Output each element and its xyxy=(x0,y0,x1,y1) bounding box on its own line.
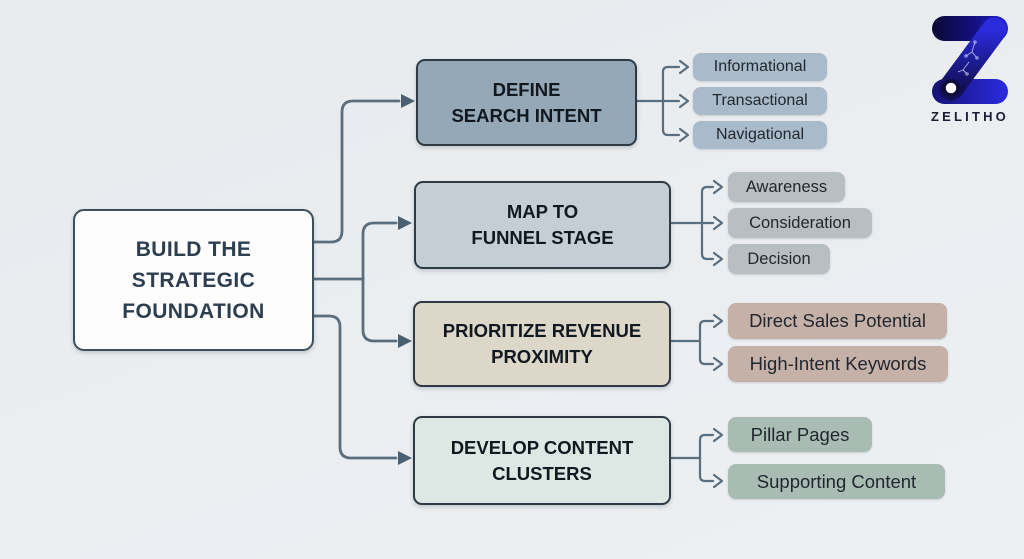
node-label-line: PROXIMITY xyxy=(491,346,593,367)
leaf-decision: Decision xyxy=(728,244,830,274)
node-build-strategic-foundation: BUILD THE STRATEGIC FOUNDATION xyxy=(73,209,314,351)
node-prioritize-revenue-proximity: PRIORITIZE REVENUE PROXIMITY xyxy=(413,301,671,387)
leaf-consideration: Consideration xyxy=(728,208,872,238)
brand-name: ZELITHO xyxy=(930,109,1009,124)
node-label-line: MAP TO xyxy=(506,201,579,222)
node-develop-content-clusters: DEVELOP CONTENT CLUSTERS xyxy=(413,416,671,505)
leaf-transactional: Transactional xyxy=(693,87,827,115)
node-label-line: DEFINE xyxy=(492,78,561,100)
leaf-informational: Informational xyxy=(693,53,827,81)
node-define-search-intent: DEFINE SEARCH INTENT xyxy=(416,59,637,146)
leaf-navigational: Navigational xyxy=(693,121,827,149)
brand-logo: ZELITHO xyxy=(920,14,1020,124)
leaf-direct-sales-potential: Direct Sales Potential xyxy=(728,303,947,339)
node-label-line: BUILD THE xyxy=(135,237,252,261)
leaf-pillar-pages: Pillar Pages xyxy=(728,417,872,452)
arrowheads xyxy=(398,94,415,465)
node-label-line: CLUSTERS xyxy=(492,462,592,484)
node-label-line: FUNNEL STAGE xyxy=(471,227,614,248)
node-map-to-funnel-stage: MAP TO FUNNEL STAGE xyxy=(414,181,671,269)
circuit-traces xyxy=(957,40,979,76)
leaf-supporting-content: Supporting Content xyxy=(728,464,945,499)
zelitho-z-icon xyxy=(932,16,1008,104)
node-label-line: FOUNDATION xyxy=(122,299,265,323)
node-label-line: DEVELOP CONTENT xyxy=(450,436,634,458)
node-label-line: STRATEGIC xyxy=(131,268,256,292)
leaf-awareness: Awareness xyxy=(728,172,845,202)
leaf-high-intent-keywords: High-Intent Keywords xyxy=(728,346,948,382)
node-label-line: SEARCH INTENT xyxy=(451,104,602,126)
node-label-line: PRIORITIZE REVENUE xyxy=(442,320,642,341)
